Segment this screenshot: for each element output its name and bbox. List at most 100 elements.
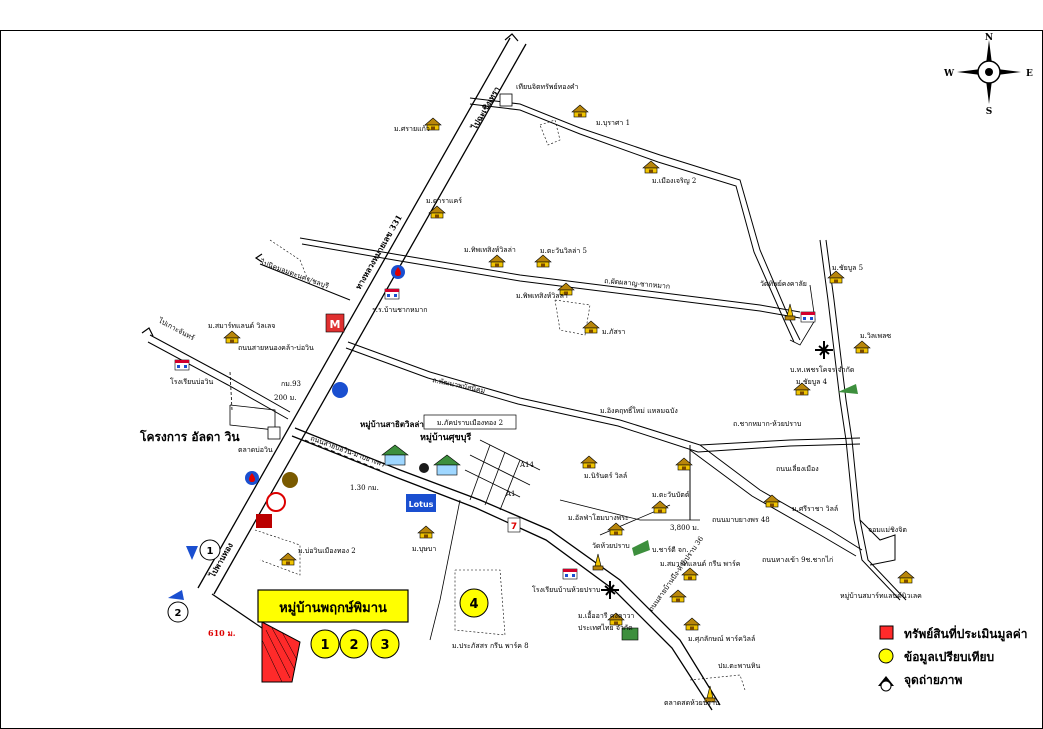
svg-text:ม.ตะวันบัตต์: ม.ตะวันบัตต์ <box>652 491 690 499</box>
subject-property[interactable] <box>261 621 301 683</box>
comparable-2[interactable]: 2 <box>339 629 369 659</box>
road-kuang-label: หมู่บ้านสมาร์ทแลนด์นิวเลค <box>840 592 922 600</box>
svg-text:ร.ร.บ้านชากหมาก: ร.ร.บ้านชากหมาก <box>372 306 427 314</box>
svg-text:บ.ท.เพชรโคจร จำกัด: บ.ท.เพชรโคจร จำกัด <box>790 365 854 374</box>
village-label-box <box>423 414 517 430</box>
legend-comparable-label: ข้อมูลเปรียบเทียบ <box>904 650 994 665</box>
road-pluak-label: ถนนทางเข้า 9ช.ชากไก่ <box>762 555 833 564</box>
legend-subject-swatch <box>879 625 894 640</box>
top-bar <box>0 0 1043 31</box>
svg-text:ม.เอื้ออารี คงคาวา: ม.เอื้ออารี คงคาวา <box>578 609 634 620</box>
distance-610: 610 ม. <box>208 628 236 638</box>
comparable-1[interactable]: 1 <box>310 629 340 659</box>
svg-text:ม.ชัยบูล 4: ม.ชัยบูล 4 <box>796 378 828 386</box>
svg-text:ม.ทิพเทสิงห์วิลล่า: ม.ทิพเทสิงห์วิลล่า <box>464 246 516 254</box>
legend: ทรัพย์สินที่ประเมินมูลค่า ข้อมูลเปรียบเท… <box>878 625 1028 692</box>
bank-icon-3 <box>266 492 286 512</box>
road-48-label: ถนนมาบยางพร 48 <box>712 516 770 524</box>
compass-w: W <box>943 69 955 79</box>
svg-text:หมู่บ้านศุขบุรี: หมู่บ้านศุขบุรี <box>420 432 471 443</box>
svg-text:ม.บุราศา 1: ม.บุราศา 1 <box>596 119 630 127</box>
compass-n: N <box>985 33 993 43</box>
distance-200: 200 ม. <box>274 394 296 402</box>
hwy-331-label: ทางหลวงหมายเลข 331 <box>353 213 404 291</box>
comparable-4[interactable]: 4 <box>459 588 489 618</box>
distance-3800: 3,800 ม. <box>670 524 699 532</box>
svg-text:ม.ประภัสสร กรีน พาร์ค 8: ม.ประภัสสร กรีน พาร์ค 8 <box>452 642 529 650</box>
svg-text:ม.วิลเพลซ: ม.วิลเพลซ <box>860 332 891 340</box>
svg-text:3: 3 <box>380 638 389 653</box>
makro-icon <box>325 313 345 333</box>
highway-331-line-a <box>197 37 511 589</box>
svg-text:ม.นิรันดร์ วิลล์: ม.นิรันดร์ วิลล์ <box>584 472 627 480</box>
svg-text:ม.พิพเทสิงห์วิลล่า: ม.พิพเทสิงห์วิลล่า <box>516 292 568 300</box>
road-nongkhla-label: ถนนสายหนองคล้า-บ่อวิน <box>238 344 314 352</box>
km-93: กม.93 <box>281 380 301 388</box>
road-local-label: ถนนสายบ่อวิน-มาบยางพร <box>309 434 386 469</box>
distance-130: 1.30 กม. <box>350 484 379 492</box>
legend-subject-label: ทรัพย์สินที่ประเมินมูลค่า <box>904 625 1028 642</box>
road-leam-label: ถนนเลี่ยงเมือง <box>776 464 819 473</box>
svg-text:ม.ภัสรา: ม.ภัสรา <box>602 328 625 336</box>
svg-text:ม.ตะวันวิลล่า 5: ม.ตะวันวิลล่า 5 <box>540 247 587 255</box>
svg-text:4: 4 <box>469 597 478 612</box>
project-title-box <box>257 589 409 623</box>
seven-eleven-icon <box>507 517 521 533</box>
svg-text:ม.บุษบา: ม.บุษบา <box>412 545 436 553</box>
road-market-label: ถ.พัฒนาพนัสนิคม <box>432 376 486 395</box>
svg-text:ประเทศไทย จำกัด: ประเทศไทย จำกัด <box>578 623 633 632</box>
svg-text:หมู่บ้านสาธิตวิลล่า: หมู่บ้านสาธิตวิลล่า <box>360 419 424 430</box>
village-label: ม.ภัคปราบเมืองทอง 2 <box>437 419 503 427</box>
svg-text:ม.อัลฟ่าโฮมบางพระ: ม.อัลฟ่าโฮมบางพระ <box>568 513 629 522</box>
to-chachoengsao-label: ไปฉะเชิงเทรา <box>469 85 502 132</box>
svg-text:Lotus: Lotus <box>409 500 434 509</box>
bank-icon-4 <box>256 514 272 528</box>
svg-text:โรงเรียนบ้านห้วยปราบ: โรงเรียนบ้านห้วยปราบ <box>532 585 600 594</box>
village-houses-icon <box>381 444 461 476</box>
legend-comparable-swatch <box>878 648 894 664</box>
svg-text:ม.อิงคฤทธิ์ใหม่ แหลมฉบัง: ม.อิงคฤทธิ์ใหม่ แหลมฉบัง <box>600 405 678 415</box>
station-icon <box>621 627 639 641</box>
svg-text:ม.เมืองเจริญ 2: ม.เมืองเจริญ 2 <box>652 177 696 185</box>
svg-text:ม.สมาร์ทแลนด์ วิลเลจ: ม.สมาร์ทแลนด์ วิลเลจ <box>208 322 275 330</box>
factory-icon-2 <box>838 384 858 394</box>
highway-331-line-b <box>213 43 527 595</box>
compass-s: S <box>986 107 993 117</box>
project-title: หมู่บ้านพฤกษ์พิมาน <box>279 600 387 616</box>
legend-photo-label: จุดถ่ายภาพ <box>904 673 963 688</box>
road-khaotha-label: ถ.ชากหมาก-ห้วยปราบ <box>733 420 801 428</box>
bank-icon <box>332 382 348 398</box>
svg-text:ม.ชัยบูล 5: ม.ชัยบูล 5 <box>832 264 863 272</box>
bank-icon-2 <box>282 472 298 488</box>
compass-e: E <box>1026 69 1033 79</box>
svg-text:โรงเรียนบ่อวิน: โรงเรียนบ่อวิน <box>170 377 214 386</box>
svg-text:ม.ดาราแคร์: ม.ดาราแคร์ <box>426 197 462 205</box>
comparable-3[interactable]: 3 <box>370 629 400 659</box>
road-soi3-label: ถ.ผัดผลาญ-ชากหมาก <box>604 277 671 291</box>
svg-text:2: 2 <box>175 608 182 619</box>
svg-text:A14: A14 <box>519 461 535 469</box>
svg-text:ม.ศุภลักษณ์ พาร์ควิลล์: ม.ศุภลักษณ์ พาร์ควิลล์ <box>688 635 755 643</box>
svg-text:A1: A1 <box>505 490 516 498</box>
to-nikhom-label: ไปนิคมอมตะนคร/ชลบุรี <box>258 257 330 291</box>
landmark-box-2 <box>267 426 281 440</box>
svg-text:ม.บ่อวินเมืองทอง 2: ม.บ่อวินเมืองทอง 2 <box>298 547 356 555</box>
lotus-icon <box>406 494 436 512</box>
photo-point-2[interactable]: 2 <box>167 590 189 623</box>
road-network <box>147 37 907 711</box>
svg-text:ม.ศรายแก้ว: ม.ศรายแก้ว <box>394 125 430 133</box>
svg-text:วัดห้วยปราบ: วัดห้วยปราบ <box>592 542 630 550</box>
compass-rose: N S E W <box>943 33 1033 117</box>
photo-point-1[interactable]: 1 <box>186 539 221 561</box>
svg-text:ม.ศรีราชา วิลล์: ม.ศรีราชา วิลล์ <box>792 505 838 513</box>
svg-text:ตลาดสดห้วยปราบ: ตลาดสดห้วยปราบ <box>664 699 719 707</box>
svg-text:ปม.ตะพานหิน: ปม.ตะพานหิน <box>718 662 761 670</box>
svg-text:เทียนจิตทรัพย์ทองคำ: เทียนจิตทรัพย์ทองคำ <box>516 83 579 91</box>
svg-text:ตลาดบ่อวิน: ตลาดบ่อวิน <box>238 446 273 454</box>
to-klaeng-label: ไปเกาะจันทร์ <box>156 315 196 342</box>
poi-icons: M Lotus 7 A15 A14 A1 <box>174 93 858 703</box>
svg-text:M: M <box>330 318 341 331</box>
svg-text:ม.สมาร์ทแลนด์ กรีน พาร์ค: ม.สมาร์ทแลนด์ กรีน พาร์ค <box>660 560 741 568</box>
place-labels: เทียนจิตทรัพย์ทองคำ ม.บุราศา 1 ม.ศรายแก้… <box>139 83 891 707</box>
factory-icon <box>632 540 650 556</box>
